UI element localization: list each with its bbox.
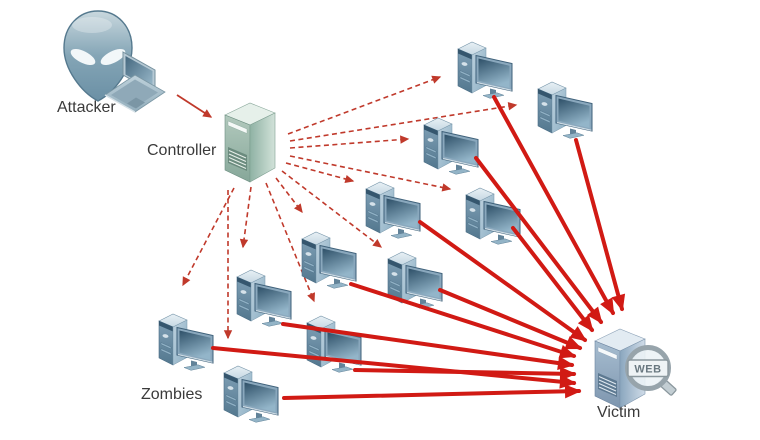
dashed-command-arrow [289,135,410,149]
victim-label: Victim [597,404,640,421]
dashed-command-arrow [239,186,252,249]
server-tower-icon [224,102,276,183]
dashed-command-arrow [289,102,518,142]
victim-node: WEB [594,328,677,409]
attack-arrow [474,156,603,324]
alien-head-icon [63,10,133,102]
attack-arrow [281,322,575,370]
zombie-computer-icon [457,41,513,99]
attack-arrow [574,138,626,312]
dashed-command-arrow [287,75,442,135]
attacker-label: Attacker [57,99,116,116]
attack-arrow [211,346,577,389]
zombie-computer-icon [465,187,521,245]
laptop-icon [104,51,166,113]
attack-arrow [349,282,577,359]
zombie-computer-icon [301,231,357,289]
zombie-computer-icon [423,117,479,175]
dashed-command-arrow [281,170,383,248]
attacker-node [63,10,166,113]
zombie-to-victim-arrows [211,95,626,400]
dashed-command-arrow [265,182,315,303]
web-badge-label: WEB [634,364,661,376]
controller-to-zombie-arrows [182,75,518,340]
attack-arrow [282,384,582,400]
web-magnifier-icon: WEB [625,345,677,396]
zombie-computer-icon [223,365,279,423]
dashed-command-arrow [275,177,303,214]
zombie-computer-icon [306,315,362,373]
controller-label: Controller [147,142,217,159]
attack-arrow [418,220,588,342]
dashed-command-arrow [289,155,452,192]
zombie-computer-icon [365,181,421,239]
attack-arrow [438,288,583,350]
attack-arrow [492,95,615,316]
dashed-command-arrow [285,162,355,184]
zombie-computer-icon [158,313,214,371]
attacker-to-controller-arrow [176,94,213,118]
dashed-command-arrow [182,187,235,287]
zombie-computer-icon [236,269,292,327]
zombie-computer-icon [537,81,593,139]
zombies-label: Zombies [141,386,202,403]
controller-node [224,102,276,183]
attack-arrow [511,226,594,332]
